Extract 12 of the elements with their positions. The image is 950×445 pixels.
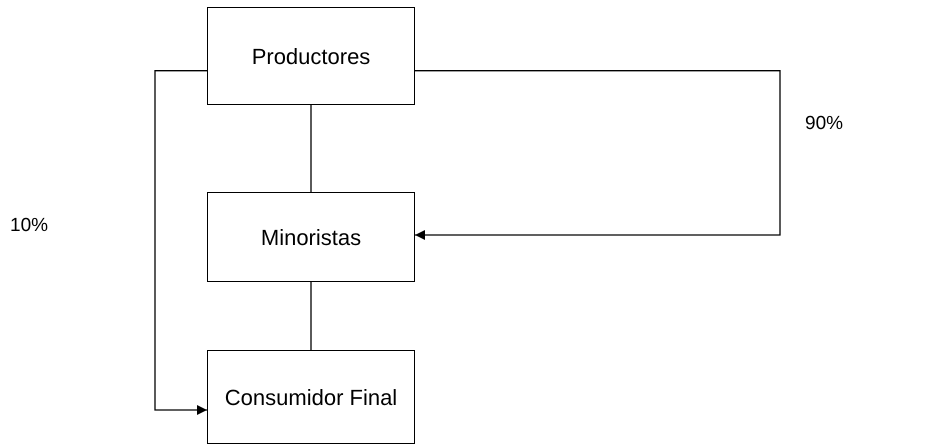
connector-line bbox=[310, 282, 312, 350]
process-box bbox=[207, 192, 415, 282]
box-label: Productores bbox=[252, 42, 370, 70]
process-box bbox=[207, 350, 415, 444]
connector-line bbox=[310, 105, 312, 192]
process-box bbox=[207, 7, 415, 105]
arrow bbox=[415, 70, 781, 240]
box-label: Minoristas bbox=[260, 224, 362, 252]
percentage-label: 10% bbox=[10, 214, 48, 238]
box-label: Consumidor Final bbox=[224, 384, 398, 412]
arrow bbox=[154, 70, 207, 415]
percentage-label: 90% bbox=[805, 112, 844, 136]
